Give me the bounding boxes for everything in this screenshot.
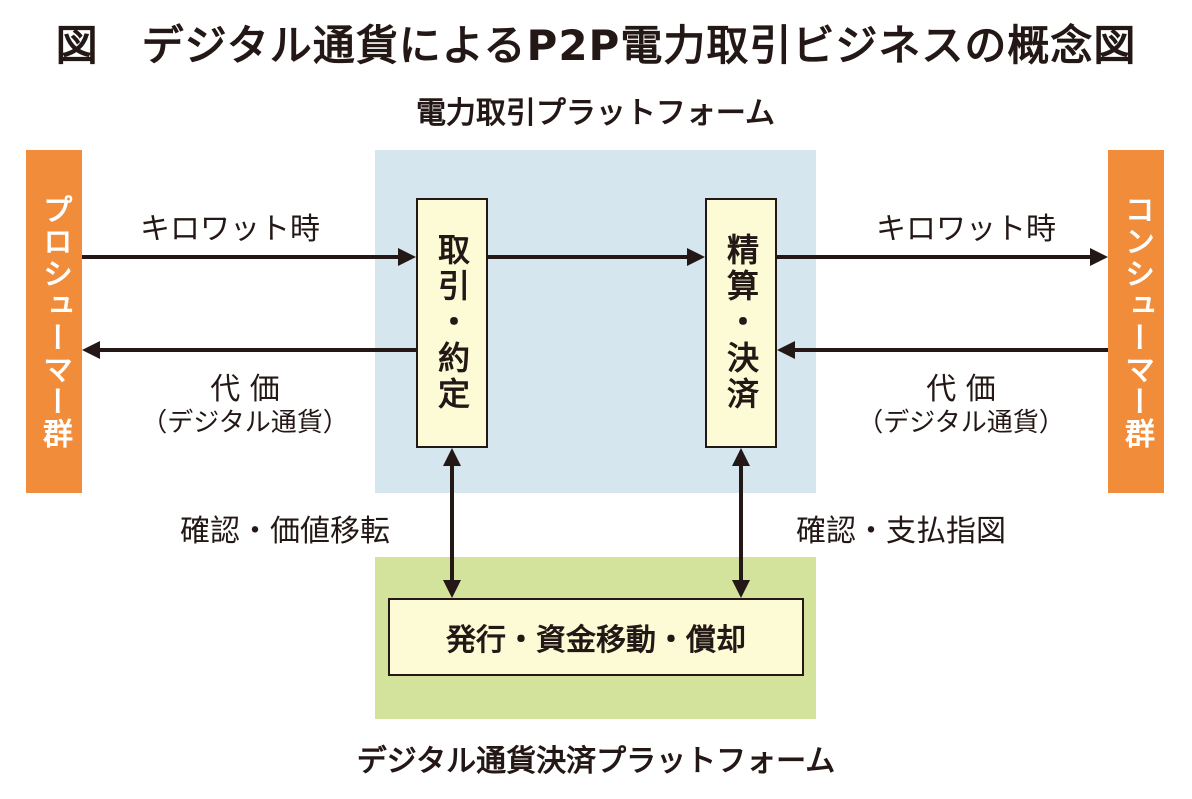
price-sub-label-right: （デジタル通貨） xyxy=(857,408,1065,438)
trade-contract-box: 取引・約定 xyxy=(416,198,488,448)
kwh-arrow-settlement-to-consumer xyxy=(777,248,1108,266)
price-label-right: 代 価 xyxy=(926,372,996,407)
settlement-label: 精算・決済 xyxy=(722,233,760,413)
producer-group-label: プロシューマー群 xyxy=(37,193,72,450)
power-platform-label: 電力取引プラットフォーム xyxy=(415,96,776,131)
kwh-arrow-trade-to-settlement xyxy=(488,248,705,266)
issue-transfer-redeem-label: 発行・資金移動・償却 xyxy=(446,623,746,658)
issue-transfer-redeem-box: 発行・資金移動・償却 xyxy=(388,598,804,676)
kwh-label-right: キロワット時 xyxy=(876,212,1056,247)
consumer-group: コンシューマー群 xyxy=(1108,150,1164,493)
currency-platform-label: デジタル通貨決済プラットフォーム xyxy=(356,744,836,779)
confirm-payment-arrow xyxy=(732,448,750,598)
confirm-transfer-label: 確認・価値移転 xyxy=(180,514,390,549)
kwh-arrow-producer-to-trade xyxy=(82,248,416,266)
kwh-label-left: キロワット時 xyxy=(140,212,320,247)
payment-arrow-trade-to-producer xyxy=(82,341,416,359)
producer-group: プロシューマー群 xyxy=(26,150,82,493)
confirm-transfer-arrow xyxy=(443,448,461,598)
consumer-group-label: コンシューマー群 xyxy=(1119,193,1154,450)
trade-contract-label: 取引・約定 xyxy=(433,233,471,413)
payment-arrow-consumer-to-settlement xyxy=(777,341,1108,359)
price-label-left: 代 価 xyxy=(210,372,280,407)
price-sub-label-left: （デジタル通貨） xyxy=(141,408,349,438)
settlement-box: 精算・決済 xyxy=(705,198,777,448)
confirm-payment-label: 確認・支払指図 xyxy=(796,514,1006,549)
diagram-title: 図 デジタル通貨によるP2P電力取引ビジネスの概念図 xyxy=(55,21,1137,70)
